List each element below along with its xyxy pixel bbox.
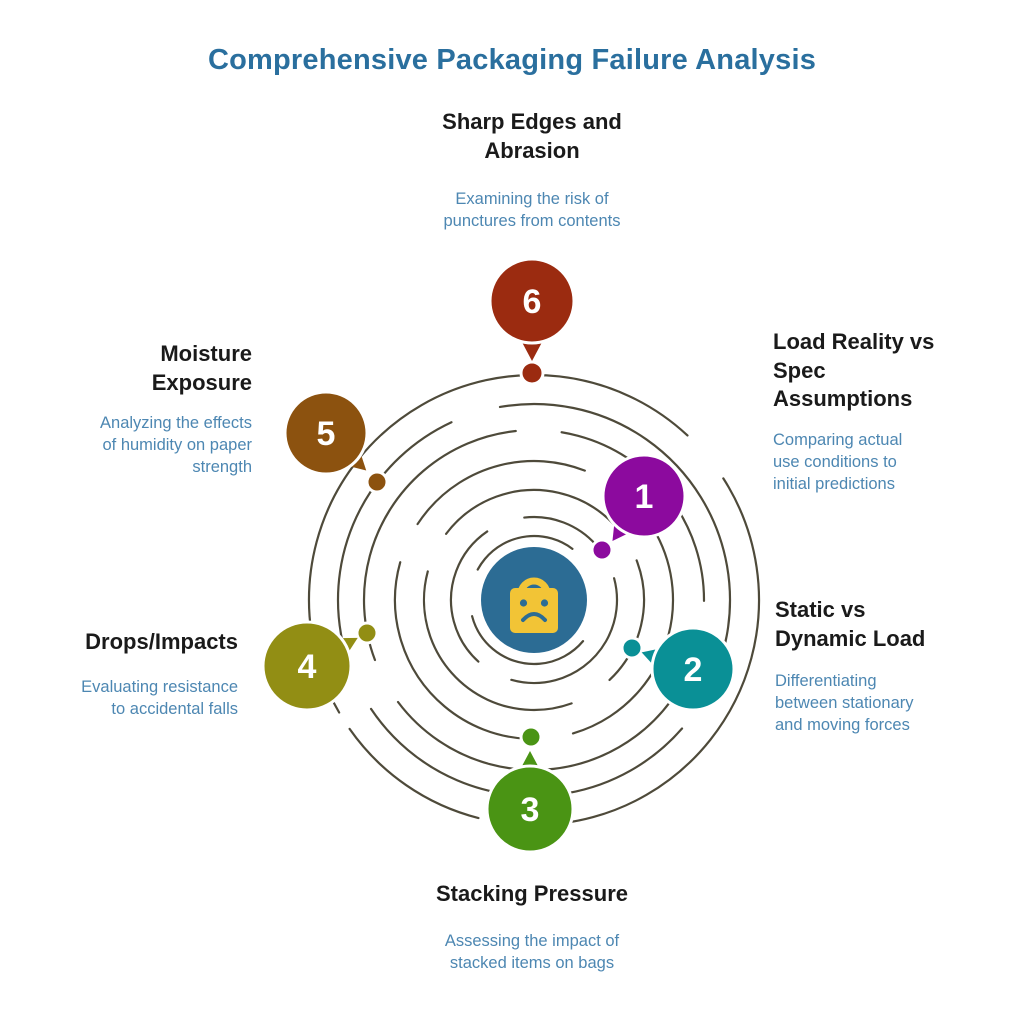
bubble-5-number: 5 bbox=[317, 415, 336, 453]
milestone-dot-5 bbox=[365, 470, 389, 494]
bubble-4: 4 bbox=[261, 620, 358, 712]
page-title: Comprehensive Packaging Failure Analysis bbox=[207, 44, 817, 76]
item-description-1: Comparing actual use conditions to initi… bbox=[773, 430, 903, 493]
bubble-3-number: 3 bbox=[521, 791, 540, 829]
bubble-1: 1 bbox=[601, 453, 687, 542]
bubble-6-circle bbox=[488, 257, 576, 345]
milestone-dot-2 bbox=[620, 636, 644, 660]
milestone-dot-4 bbox=[355, 621, 379, 645]
sad-shopping-bag-icon bbox=[481, 547, 587, 653]
bubble-4-circle bbox=[261, 620, 353, 712]
bubble-1-number: 1 bbox=[635, 478, 654, 516]
spiral-ring bbox=[307, 373, 761, 827]
item-description-6: Examining the risk of punctures from con… bbox=[443, 190, 621, 231]
bubble-2-number: 2 bbox=[684, 651, 703, 689]
item-block-6: Sharp Edges and Abrasion Examining the r… bbox=[312, 108, 752, 233]
item-title-2: Static vs Dynamic Load bbox=[775, 597, 926, 651]
item-block-5: Moisture Exposure Analyzing the effects … bbox=[40, 340, 252, 479]
item-description-2: Differentiating between stationary and m… bbox=[775, 672, 914, 735]
bag-eye-right bbox=[540, 599, 549, 607]
item-block-4: Drops/Impacts Evaluating resistance to a… bbox=[16, 628, 238, 720]
spiral-ring bbox=[422, 488, 646, 712]
bubble-3: 3 bbox=[485, 751, 575, 854]
item-title-3: Stacking Pressure bbox=[436, 881, 628, 906]
spiral-ring bbox=[449, 515, 619, 685]
bubble-5-circle bbox=[283, 390, 369, 476]
bubble-6-number: 6 bbox=[523, 283, 542, 321]
item-title-5: Moisture Exposure bbox=[151, 341, 252, 395]
item-title-1: Load Reality vs Spec Assumptions bbox=[773, 329, 935, 412]
item-description-4: Evaluating resistance to accidental fall… bbox=[81, 677, 238, 718]
milestone-dot-6 bbox=[519, 360, 545, 386]
item-description-3: Assessing the impact of stacked items on… bbox=[444, 931, 620, 972]
item-description-5: Analyzing the effects of humidity on pap… bbox=[100, 414, 252, 477]
bubble-3-circle bbox=[485, 764, 575, 854]
milestone-dot-3 bbox=[519, 725, 543, 749]
item-title-4: Drops/Impacts bbox=[85, 629, 238, 654]
item-block-1: Load Reality vs Spec Assumptions Compari… bbox=[773, 328, 988, 496]
bubble-4-number: 4 bbox=[298, 648, 317, 686]
bubble-2: 2 bbox=[641, 626, 736, 712]
bag-eye-left bbox=[519, 599, 528, 607]
item-title-6: Sharp Edges and Abrasion bbox=[442, 109, 622, 163]
item-block-2: Static vs Dynamic Load Differentiating b… bbox=[775, 596, 1005, 737]
bag-body bbox=[510, 588, 558, 633]
bubble-6: 6 bbox=[488, 257, 576, 361]
item-block-3: Stacking Pressure Assessing the impact o… bbox=[312, 880, 752, 974]
milestone-dot-1 bbox=[590, 538, 614, 562]
bubble-1-circle bbox=[601, 453, 687, 539]
bubble-2-circle bbox=[650, 626, 736, 712]
bag-frown bbox=[521, 612, 547, 622]
spiral-ring bbox=[468, 534, 600, 666]
bubble-5: 5 bbox=[283, 390, 369, 476]
